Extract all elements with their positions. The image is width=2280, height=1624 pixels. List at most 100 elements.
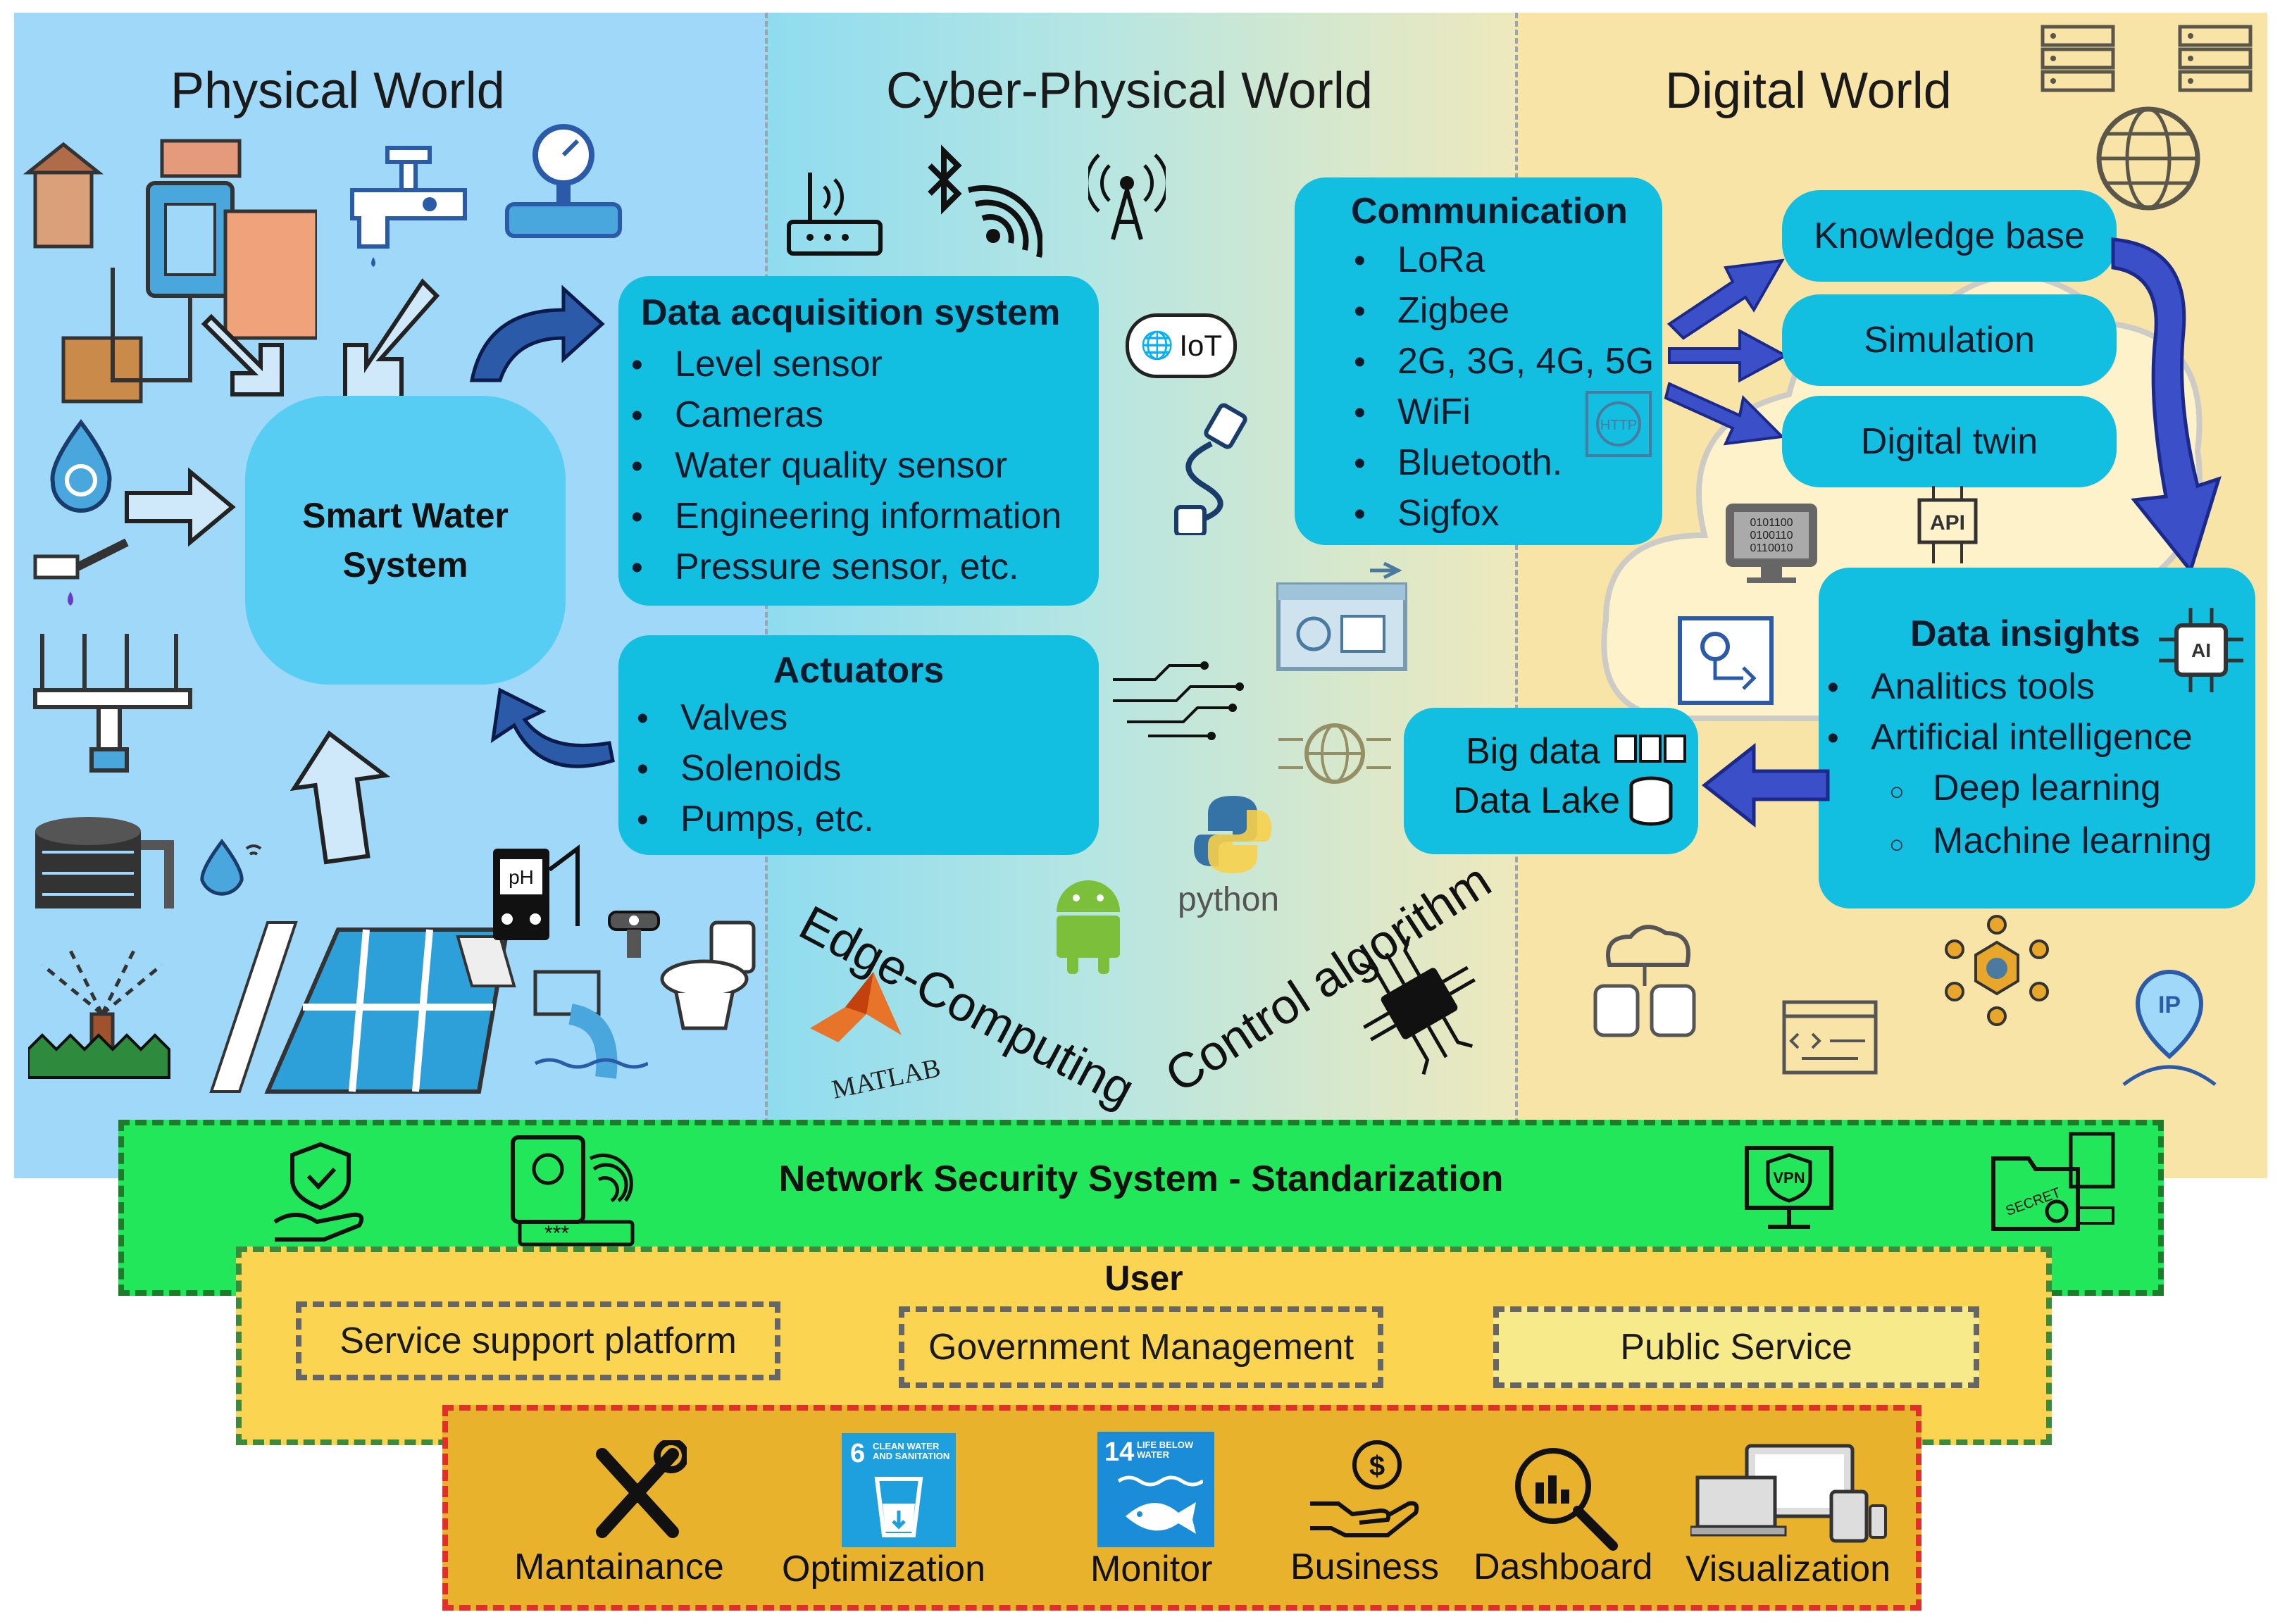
server-rack-icon xyxy=(2178,25,2253,92)
api-icon: API xyxy=(1917,486,1978,563)
ip-location-icon: IP xyxy=(2122,969,2217,1086)
wrench-screwdriver-icon xyxy=(596,1440,687,1538)
big-data-label: Big data xyxy=(1466,731,1600,772)
microchip-icon xyxy=(1359,935,1476,1075)
toilet-icon xyxy=(660,920,756,1030)
arrow-to-data-insights-icon xyxy=(2111,237,2222,575)
binary-monitor-icon: 0101100 0100110 0110010 xyxy=(1726,504,1817,583)
water-storage-tank-icon xyxy=(35,817,174,908)
sdg14-text: LIFE BELOW WATER xyxy=(1137,1439,1194,1460)
ip-label: IP xyxy=(2158,992,2181,1018)
list-item: Artificial intelligence xyxy=(1827,713,2212,763)
water-glass-icon xyxy=(874,1477,923,1537)
water-outflow-pipe-icon xyxy=(533,970,648,1079)
business-label: Business xyxy=(1290,1547,1439,1587)
vpn-shield-icon: VPN xyxy=(1745,1146,1833,1229)
dashboard-label: Dashboard xyxy=(1474,1547,1653,1587)
fingerprint-login-icon: *** xyxy=(511,1135,635,1247)
database-documents-icon xyxy=(1614,735,1686,826)
network-hub-icon xyxy=(1945,915,2049,1026)
ph-label: pH xyxy=(509,866,534,888)
actuators-box: Actuators Valves Solenoids Pumps, etc. xyxy=(618,635,1099,855)
list-item: Engineering information xyxy=(631,492,1061,542)
list-item: Level sensor xyxy=(631,339,1061,390)
cloud-database-icon xyxy=(1593,925,1696,1037)
arrow-to-big-data-icon xyxy=(1701,742,1830,828)
arrows-to-digital-services-icon xyxy=(1664,258,1789,446)
bluetooth-wireless-icon xyxy=(928,144,1042,258)
list-subitem: Deep learning xyxy=(1827,763,2212,816)
router-icon xyxy=(787,173,883,256)
pressure-gauge-pipe-icon xyxy=(505,124,622,238)
matlab-logo-icon xyxy=(810,972,902,1042)
data-acquisition-box: Data acquisition system Level sensor Cam… xyxy=(618,276,1099,606)
water-treatment-plant-icon xyxy=(209,921,516,1094)
binary-line-1: 0101100 xyxy=(1750,517,1793,529)
arrow-right-icon xyxy=(125,467,236,547)
list-item: Pressure sensor, etc. xyxy=(631,542,1061,593)
iot-bubble: 🌐 IoT xyxy=(1126,313,1237,378)
maintenance-label: Mantainance xyxy=(514,1547,724,1587)
list-item: 2G, 3G, 4G, 5G xyxy=(1354,337,1654,387)
optimization-label: Optimization xyxy=(782,1549,985,1589)
web-browser-icon xyxy=(1276,561,1407,671)
smart-water-system-box: Smart Water System xyxy=(245,396,566,685)
dashboard-magnifier-icon xyxy=(1515,1448,1618,1551)
list-item: Analitics tools xyxy=(1827,662,2212,713)
sdg6-text: CLEAN WATER AND SANITATION xyxy=(873,1441,950,1461)
list-item: Solenoids xyxy=(637,744,874,794)
list-item: Pumps, etc. xyxy=(637,794,874,845)
pipe-network-icon xyxy=(33,634,192,773)
physical-world-title: Physical World xyxy=(170,63,505,119)
actuators-title: Actuators xyxy=(773,650,945,691)
actuators-list: Valves Solenoids Pumps, etc. xyxy=(637,693,874,845)
leaking-pipe-icon xyxy=(33,538,129,606)
water-sensor-probe-icon xyxy=(608,911,660,958)
cyber-globe-chip-icon xyxy=(1278,723,1391,784)
list-item: Water quality sensor xyxy=(631,441,1061,492)
hand-shield-icon xyxy=(273,1142,364,1242)
data-lake-label: Data Lake xyxy=(1453,780,1621,821)
visualization-label: Visualization xyxy=(1686,1549,1891,1589)
arrow-down-left-icon xyxy=(343,278,440,404)
communication-box: Communication LoRa Zigbee 2G, 3G, 4G, 5G… xyxy=(1295,177,1662,545)
cyber-physical-world-title: Cyber-Physical World xyxy=(886,63,1373,119)
binary-line-2: 0100110 xyxy=(1750,530,1793,542)
list-item: Cameras xyxy=(631,390,1061,441)
smart-water-drop-icon xyxy=(200,838,262,896)
government-management-box: Government Management xyxy=(899,1306,1383,1388)
business-money-hand-icon: $ xyxy=(1310,1440,1419,1537)
list-item: Sigfox xyxy=(1354,489,1654,539)
list-item: Valves xyxy=(637,693,874,744)
ai-label: AI xyxy=(2191,639,2211,661)
user-title: User xyxy=(1104,1258,1183,1298)
globe-network-icon xyxy=(2096,106,2200,211)
list-subitem: Machine learning xyxy=(1827,816,2212,869)
python-logo-icon xyxy=(1194,796,1271,873)
service-support-platform-box: Service support platform xyxy=(296,1301,780,1380)
iot-label: IoT xyxy=(1179,329,1222,362)
city-water-tank-icon xyxy=(23,139,317,404)
http-label: HTTP xyxy=(1600,418,1637,433)
sdg14-number: 14 xyxy=(1104,1437,1135,1467)
sprinkler-icon xyxy=(28,949,170,1079)
data-acquisition-title: Data acquisition system xyxy=(641,292,1061,333)
vpn-label: VPN xyxy=(1773,1169,1805,1187)
android-logo-icon xyxy=(1057,880,1120,974)
arrow-down-right-icon xyxy=(201,313,284,396)
communication-list: LoRa Zigbee 2G, 3G, 4G, 5G WiFi Bluetoot… xyxy=(1354,235,1654,539)
ph-meter-icon: pH xyxy=(493,844,580,940)
list-item: Bluetooth. xyxy=(1354,438,1654,489)
simulation-pill: Simulation xyxy=(1782,294,2117,386)
sdg6-clean-water-icon: 6 CLEAN WATER AND SANITATION xyxy=(842,1433,956,1547)
devices-visualization-icon xyxy=(1690,1444,1887,1543)
data-insights-list: Analitics tools Artificial intelligence … xyxy=(1827,662,2212,869)
list-item: LoRa xyxy=(1354,235,1654,286)
public-service-box: Public Service xyxy=(1493,1306,1979,1388)
binary-line-3: 0110010 xyxy=(1750,542,1793,554)
digital-twin-pill: Digital twin xyxy=(1782,396,2117,487)
http-globe-icon: HTTP xyxy=(1586,391,1652,457)
presentation-gear-icon xyxy=(1678,616,1774,705)
big-data-box: Big data Data Lake xyxy=(1404,708,1698,854)
data-acquisition-list: Level sensor Cameras Water quality senso… xyxy=(631,339,1061,593)
